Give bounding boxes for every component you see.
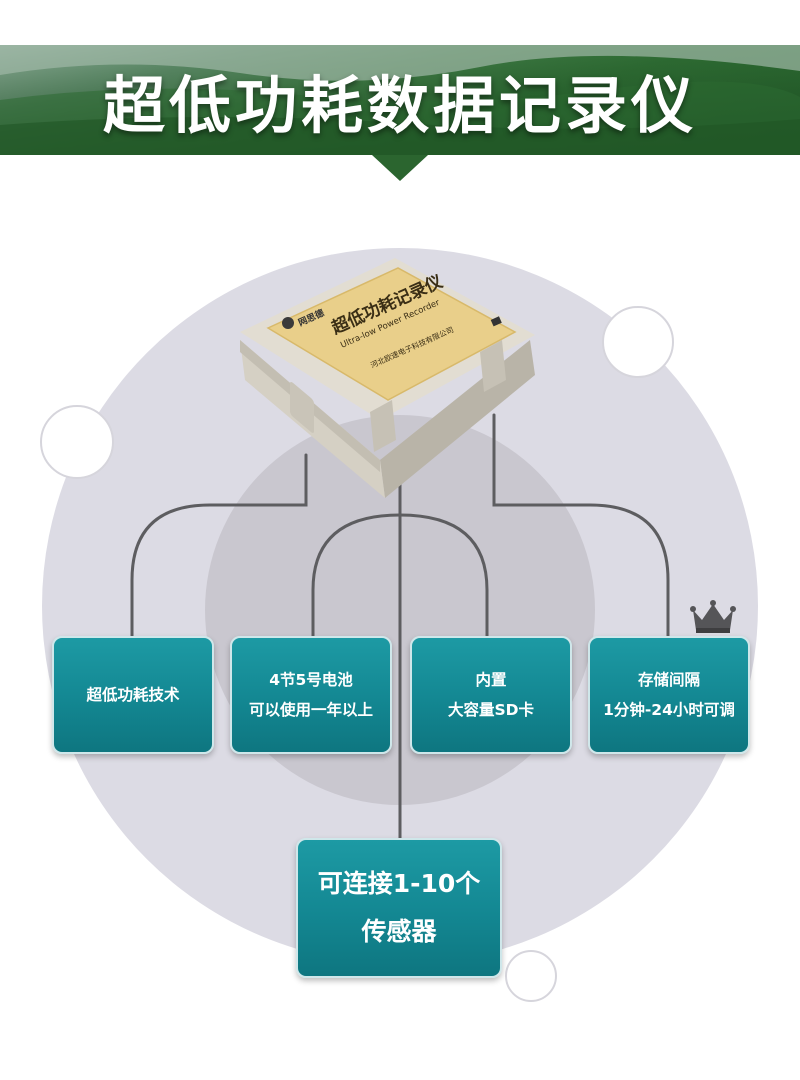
sensor-card: 可连接1-10个 传感器 [296,838,502,978]
feature-card-battery: 4节5号电池 可以使用一年以上 [230,636,392,754]
sensor-text: 传感器 [361,917,437,946]
feature-text: 大容量SD卡 [447,701,535,719]
deco-circle-right [602,306,674,378]
feature-text: 超低功耗技术 [86,686,180,704]
header-banner [0,45,800,155]
crown-icon [690,600,736,633]
feature-text: 内置 [475,671,507,689]
hills-background [0,45,800,155]
page-title: 超低功耗数据记录仪 [102,69,697,142]
deco-circle-bottom [505,950,557,1002]
feature-text: 4节5号电池 [269,671,353,689]
logo-icon [282,317,294,329]
feature-text: 存储间隔 [637,671,700,689]
data-logger-device: 网思德 超低功耗记录仪 Ultra-low Power Recorder 河北欧… [240,258,535,498]
feature-card-sd: 内置 大容量SD卡 [410,636,572,754]
banner-pointer [372,155,428,181]
feature-card-low-power: 超低功耗技术 [52,636,214,754]
sensor-text: 可连接1-10个 [317,869,481,898]
feature-text: 可以使用一年以上 [248,701,373,719]
deco-circle-left [40,405,114,479]
feature-card-interval: 存储间隔 1分钟-24小时可调 [588,636,750,754]
feature-text: 1分钟-24小时可调 [603,701,735,719]
